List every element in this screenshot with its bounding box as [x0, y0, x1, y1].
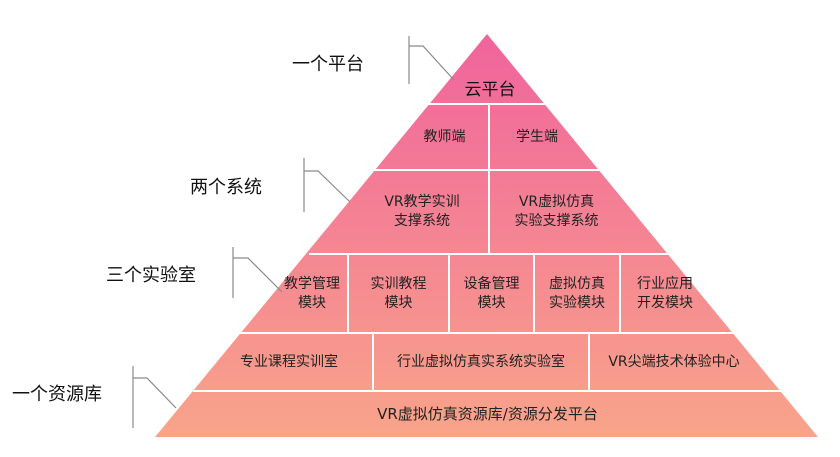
label-one-resource: 一个资源库 — [12, 384, 102, 405]
vr-teaching-system-cell: VR教学实训 支撑系统 — [355, 170, 489, 254]
module-cell: 行业应用 开发模块 — [620, 254, 710, 333]
module-label: 行业应用 开发模块 — [637, 275, 693, 311]
connector-labs — [232, 247, 283, 298]
vr-sim-system-label: VR虚拟仿真 实验支撑系统 — [514, 194, 599, 229]
student-end-cell: 学生端 — [489, 104, 585, 170]
lab-label: 行业虚拟仿真实系统实验室 — [397, 353, 565, 370]
module-cell: 实训教程 模块 — [348, 254, 449, 333]
connector-systems — [303, 158, 351, 212]
lab-label: 专业课程实训室 — [240, 353, 338, 370]
lab-cell: VR尖端技术体验中心 — [589, 333, 759, 391]
label-two-systems: 两个系统 — [190, 177, 262, 198]
module-cell: 虚拟仿真 实验模块 — [534, 254, 620, 333]
teacher-end-label: 教师端 — [423, 128, 466, 145]
module-label: 虚拟仿真 实验模块 — [549, 275, 605, 311]
lab-cell: 专业课程实训室 — [205, 333, 373, 391]
label-three-labs: 三个实验室 — [106, 265, 196, 286]
lab-cell: 行业虚拟仿真实系统实验室 — [373, 333, 589, 391]
module-cell: 教学管理 模块 — [276, 254, 348, 333]
module-cell: 设备管理 模块 — [449, 254, 534, 333]
vr-sim-system-cell: VR虚拟仿真 实验支撑系统 — [489, 170, 624, 254]
cloud-platform-cell: 云平台 — [440, 76, 540, 104]
module-label: 设备管理 模块 — [463, 275, 520, 311]
resource-platform-cell: VR虚拟仿真资源库/资源分发平台 — [200, 391, 775, 437]
module-label: 教学管理 模块 — [284, 275, 340, 311]
tier-dividers — [193, 103, 781, 392]
label-connectors — [132, 36, 455, 428]
student-end-label: 学生端 — [516, 128, 558, 145]
lab-label: VR尖端技术体验中心 — [608, 353, 740, 370]
pyramid-body — [155, 34, 818, 437]
connector-platform — [408, 36, 455, 84]
resource-platform-label: VR虚拟仿真资源库/资源分发平台 — [377, 404, 598, 423]
vr-teaching-system-label: VR教学实训 支撑系统 — [384, 194, 460, 229]
module-label: 实训教程 模块 — [370, 275, 427, 311]
label-one-platform: 一个平台 — [292, 54, 364, 75]
teacher-end-cell: 教师端 — [400, 104, 489, 170]
connector-resource — [132, 366, 177, 428]
cloud-platform-label: 云平台 — [464, 79, 516, 100]
